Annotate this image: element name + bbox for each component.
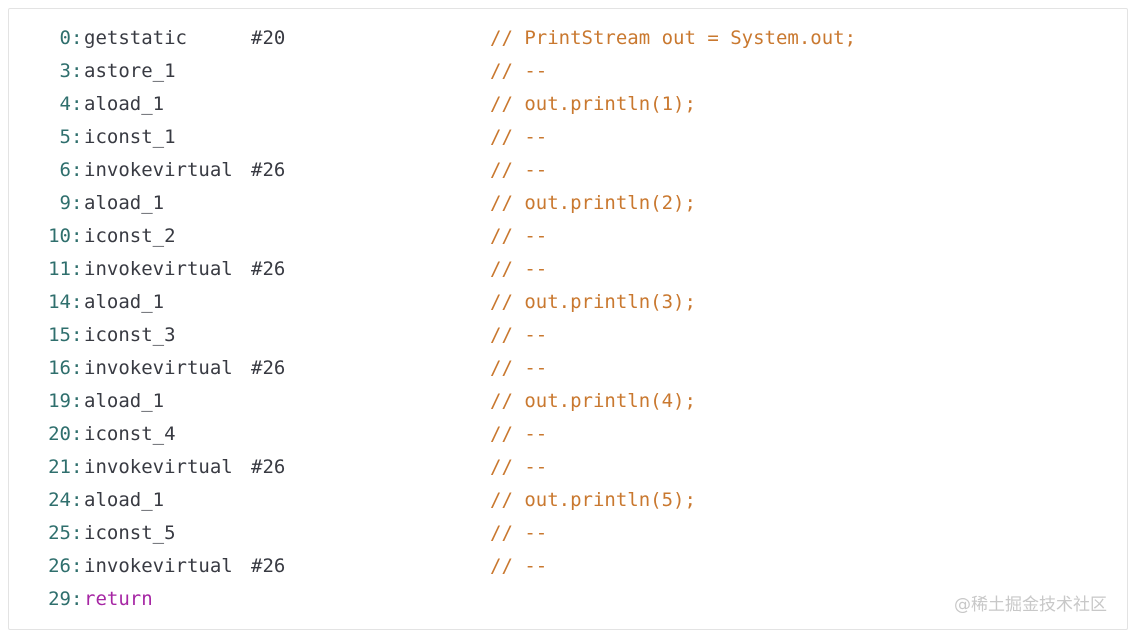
offset-colon: : (71, 324, 83, 346)
line-offset: 15 (48, 324, 71, 346)
code-comment: // out.println(1); (490, 93, 696, 115)
opcode: astore_1 (84, 60, 176, 82)
opcode: aload_1 (84, 390, 165, 412)
opcode: iconst_5 (84, 522, 176, 544)
code-comment: // -- (490, 258, 548, 280)
line-offset: 11 (48, 258, 71, 280)
code-comment: // -- (490, 126, 548, 148)
code-comment: // out.println(5); (490, 489, 696, 511)
opcode: getstatic (84, 27, 187, 49)
opcode: invokevirtual (84, 555, 233, 577)
opcode: aload_1 (84, 93, 165, 115)
code-comment: // out.println(3); (490, 291, 696, 313)
offset-colon: : (71, 588, 83, 610)
line-offset: 25 (48, 522, 71, 544)
offset-colon: : (71, 390, 83, 412)
operand: #26 (251, 159, 286, 181)
operand: #26 (251, 258, 286, 280)
opcode: iconst_4 (84, 423, 176, 445)
opcode: invokevirtual (84, 357, 233, 379)
watermark: @稀土掘金技术社区 (954, 595, 1107, 615)
line-offset: 4 (59, 93, 71, 115)
offset-colon: : (71, 555, 83, 577)
opcode: aload_1 (84, 192, 165, 214)
line-offset: 20 (48, 423, 71, 445)
offset-colon: : (71, 126, 83, 148)
code-comment: // -- (490, 225, 548, 247)
line-offset: 9 (59, 192, 71, 214)
line-offset: 21 (48, 456, 71, 478)
offset-colon: : (71, 258, 83, 280)
line-offset: 24 (48, 489, 71, 511)
line-offset: 29 (48, 588, 71, 610)
code-comment: // PrintStream out = System.out; (490, 27, 857, 49)
offset-colon: : (71, 489, 83, 511)
code-comment: // -- (490, 357, 548, 379)
offset-colon: : (71, 60, 83, 82)
code-comment: // out.println(2); (490, 192, 696, 214)
opcode: iconst_2 (84, 225, 176, 247)
code-block: 0:getstatic#20// PrintStream out = Syste… (8, 8, 1128, 630)
code-comment: // -- (490, 60, 548, 82)
code-comment: // -- (490, 522, 548, 544)
offset-colon: : (71, 522, 83, 544)
opcode: aload_1 (84, 489, 165, 511)
opcode: iconst_1 (84, 126, 176, 148)
code-comment: // -- (490, 423, 548, 445)
offset-colon: : (71, 27, 83, 49)
operand: #20 (251, 27, 286, 49)
offset-colon: : (71, 192, 83, 214)
line-offset: 10 (48, 225, 71, 247)
line-offset: 3 (59, 60, 71, 82)
offset-colon: : (71, 93, 83, 115)
offset-colon: : (71, 291, 83, 313)
opcode: aload_1 (84, 291, 165, 313)
line-offset: 26 (48, 555, 71, 577)
line-offset: 5 (59, 126, 71, 148)
opcode: invokevirtual (84, 456, 233, 478)
operand: #26 (251, 456, 286, 478)
line-offset: 16 (48, 357, 71, 379)
code-comment: // -- (490, 456, 548, 478)
line-offset: 19 (48, 390, 71, 412)
line-offset: 14 (48, 291, 71, 313)
opcode-keyword: return (84, 588, 153, 610)
offset-colon: : (71, 456, 83, 478)
code-comment: // -- (490, 555, 548, 577)
offset-colon: : (71, 225, 83, 247)
line-offset: 6 (59, 159, 71, 181)
operand: #26 (251, 357, 286, 379)
opcode: iconst_3 (84, 324, 176, 346)
offset-colon: : (71, 357, 83, 379)
operand: #26 (251, 555, 286, 577)
line-offset: 0 (59, 27, 71, 49)
opcode: invokevirtual (84, 159, 233, 181)
code-comment: // out.println(4); (490, 390, 696, 412)
offset-colon: : (71, 423, 83, 445)
offset-colon: : (71, 159, 83, 181)
opcode: invokevirtual (84, 258, 233, 280)
code-comment: // -- (490, 159, 548, 181)
code-comment: // -- (490, 324, 548, 346)
